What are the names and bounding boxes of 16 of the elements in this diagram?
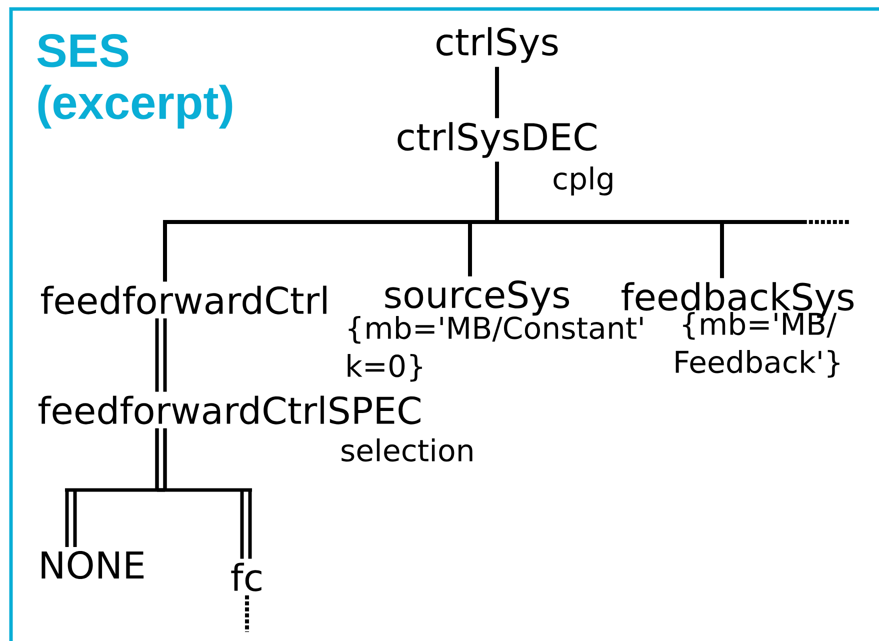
connector-line [495,160,807,280]
connector-line [495,66,499,118]
title: SES (excerpt) [37,34,232,129]
annotation: {mb='MB/Constant' k=0} [348,316,643,382]
connector-line [155,316,167,394]
connector-line [155,426,254,560]
node-label: feedforwardCtrl [40,286,326,314]
annotation: selection [342,438,472,462]
node-label: fc [231,562,262,592]
node-label: NONE [42,551,144,579]
connector-line [245,595,249,632]
node-label: ctrlSys [436,27,558,63]
node-label: sourceSys [385,280,570,316]
node-label: ctrlSysDEC [398,122,596,158]
annotation: cplg [554,166,612,196]
node-label: feedforwardCtrlSPEC [38,396,420,424]
